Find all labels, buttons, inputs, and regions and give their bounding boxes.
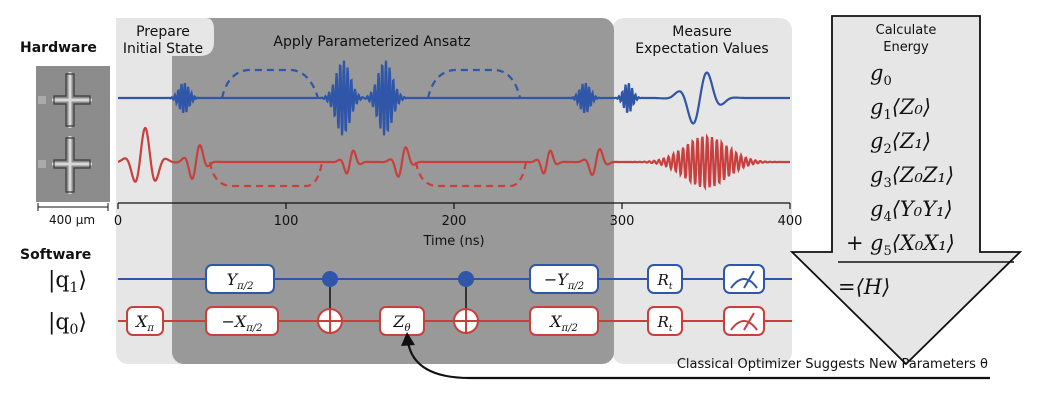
measure-meter-q0[interactable] [723, 306, 765, 336]
gate-minus-y-pi2[interactable]: −Yπ/2 [529, 264, 599, 294]
energy-result: =⟨H⟩ [838, 275, 890, 299]
energy-title-line2: Energy [883, 40, 929, 55]
feedback-arrowhead [401, 332, 415, 346]
energy-terms: g0 g1⟨Z₀⟩ g2⟨Z₁⟩ g3⟨Z₀Z₁⟩ g4⟨Y₀Y₁⟩ + g5⟨… [846, 61, 955, 259]
gates: Xπ Yπ/2 −Xπ/2 Zθ [126, 264, 765, 336]
time-tick-label: 0 [114, 214, 122, 229]
meter-icon [730, 320, 758, 331]
svg-text:−Xπ/2: −Xπ/2 [221, 312, 262, 334]
measure-meter-q1[interactable] [723, 264, 765, 294]
svg-text:Rt: Rt [657, 313, 673, 334]
q0-waveform [117, 127, 790, 191]
time-tick-label: 200 [442, 214, 467, 229]
feedback-arrow [406, 341, 990, 380]
prepare-title-line1: Prepare [136, 24, 190, 40]
qubit-q1-ket: |q [48, 268, 70, 293]
gate-x-pi2[interactable]: Xπ/2 [529, 306, 599, 336]
waveforms [117, 60, 790, 191]
time-axis-label: Time (ns) [422, 234, 484, 249]
gate-r-t-q0[interactable]: Rt [647, 306, 683, 336]
measure-title-line2: Expectation Values [635, 41, 768, 57]
ansatz-title: Apply Parameterized Ansatz [273, 34, 470, 50]
svg-text:Xπ/2: Xπ/2 [548, 312, 578, 334]
gate-minus-x-pi2[interactable]: −Xπ/2 [205, 306, 279, 336]
energy-plus: + [846, 231, 864, 255]
gate-y-pi2[interactable]: Yπ/2 [205, 264, 275, 294]
qubit-q1-sub: 1 [70, 280, 79, 296]
cnot-gate-1[interactable] [317, 271, 343, 334]
scale-bar: 400 μm [37, 203, 109, 227]
time-tick-label: 300 [610, 214, 635, 229]
qubit-label-q0: |q0⟩ [48, 310, 87, 338]
stage-titles: Prepare Initial State Apply Parameterize… [123, 24, 769, 57]
scale-bar-label: 400 μm [49, 213, 95, 227]
optimizer-feedback: Classical Optimizer Suggests New Paramet… [401, 332, 990, 380]
qubit-label-q1: |q1⟩ [48, 268, 87, 296]
qubit-labels: |q1⟩ |q0⟩ [48, 268, 87, 338]
energy-term-5: g5⟨X₀X₁⟩ [870, 231, 955, 259]
chip-image [36, 66, 110, 202]
svg-text:−Yπ/2: −Yπ/2 [544, 270, 584, 292]
gate-z-theta[interactable]: Zθ [379, 306, 425, 336]
cnot-gate-2[interactable] [453, 271, 479, 334]
software-label: Software [20, 247, 91, 263]
q1-waveform [118, 60, 790, 136]
time-tick-label: 400 [778, 214, 803, 229]
hardware-label: Hardware [20, 40, 97, 56]
measure-title-line1: Measure [672, 24, 732, 40]
prepare-title-line2: Initial State [123, 41, 203, 57]
qubit-q0-sub: 0 [70, 322, 79, 338]
time-axis: 0 100 200 300 400 Time (ns) [114, 202, 803, 249]
prepare-title-tab [116, 18, 214, 56]
time-tick-label: 100 [274, 214, 299, 229]
energy-term-1: g1⟨Z₀⟩ [870, 95, 931, 123]
qubit-q1-close: ⟩ [78, 268, 87, 293]
cnot-1-control [322, 271, 338, 287]
energy-term-0: g0 [870, 61, 892, 89]
svg-text:Zθ: Zθ [392, 312, 410, 334]
svg-text:Xπ: Xπ [134, 312, 154, 334]
measure-panel [612, 18, 792, 364]
time-axis-ticks: 0 100 200 300 400 [114, 203, 803, 229]
meter-icon [730, 278, 758, 289]
q1-flux-dashed [220, 68, 522, 99]
q0-flux-dashed [208, 161, 528, 188]
energy-title-line1: Calculate [876, 23, 937, 38]
gate-r-t-q1[interactable]: Rt [647, 264, 683, 294]
energy-arrow: Calculate Energy g0 g1⟨Z₀⟩ g2⟨Z₁⟩ g3⟨Z₀Z… [789, 15, 1023, 366]
optimizer-text: Classical Optimizer Suggests New Paramet… [677, 357, 988, 372]
energy-term-4: g4⟨Y₀Y₁⟩ [870, 197, 953, 225]
qubit-q0-ket: |q [48, 310, 70, 335]
energy-term-2: g2⟨Z₁⟩ [870, 129, 931, 157]
cnot-2-control [458, 271, 474, 287]
gate-x-pi[interactable]: Xπ [126, 306, 164, 336]
energy-term-3: g3⟨Z₀Z₁⟩ [870, 163, 954, 191]
svg-text:Yπ/2: Yπ/2 [227, 270, 254, 292]
svg-text:Rt: Rt [657, 271, 673, 292]
qubit-q0-close: ⟩ [78, 310, 87, 335]
ansatz-panel [172, 18, 614, 364]
